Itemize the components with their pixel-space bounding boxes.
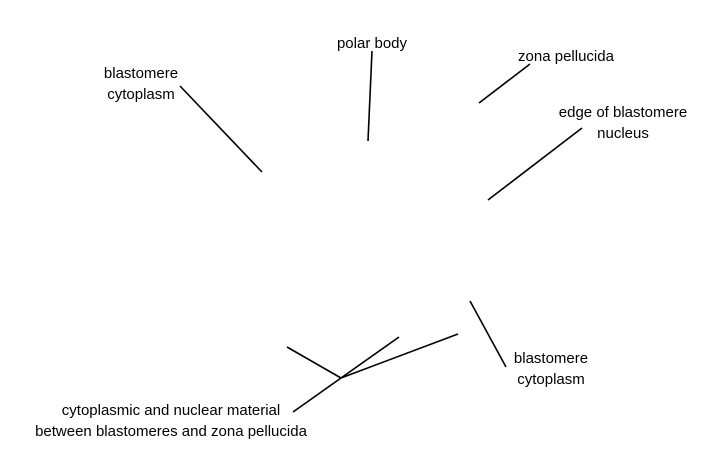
label-blastomere-cytoplasm-upper: blastomere cytoplasm (86, 63, 196, 105)
label-line: edge of blastomere (558, 104, 688, 121)
label-line: blastomere (513, 350, 589, 367)
leader-line-cytoplasmic-material-branch-left (286, 346, 342, 379)
label-line: polar body (336, 35, 408, 52)
label-polar-body: polar body (322, 33, 422, 54)
label-line: between blastomeres and zona pellucida (35, 423, 307, 440)
label-line: cytoplasm (107, 86, 175, 103)
leader-line-cytoplasmic-material-branch-middle (340, 336, 400, 379)
label-line: cytoplasm (517, 371, 585, 388)
label-zona-pellucida: zona pellucida (500, 46, 632, 67)
leader-line-blastomere-cytoplasm-upper (179, 85, 263, 173)
leader-line-zona-pellucida (478, 63, 531, 104)
leader-line-blastomere-cytoplasm-lower (469, 300, 507, 368)
label-blastomere-cytoplasm-lower: blastomere cytoplasm (496, 348, 606, 390)
label-line: blastomere (103, 65, 179, 82)
leader-line-cytoplasmic-material-stem (292, 377, 342, 413)
label-edge-of-blastomere-nucleus: edge of blastomere nucleus (540, 102, 706, 144)
leader-line-edge-of-blastomere-nucleus (487, 127, 583, 201)
leader-line-cytoplasmic-material-branch-right (340, 333, 459, 379)
label-line: zona pellucida (518, 48, 614, 65)
leader-line-polar-body (367, 50, 373, 142)
label-line: nucleus (597, 125, 649, 142)
label-cytoplasmic-and-nuclear-material: cytoplasmic and nuclear material between… (8, 400, 334, 442)
label-line: cytoplasmic and nuclear material (61, 402, 281, 419)
